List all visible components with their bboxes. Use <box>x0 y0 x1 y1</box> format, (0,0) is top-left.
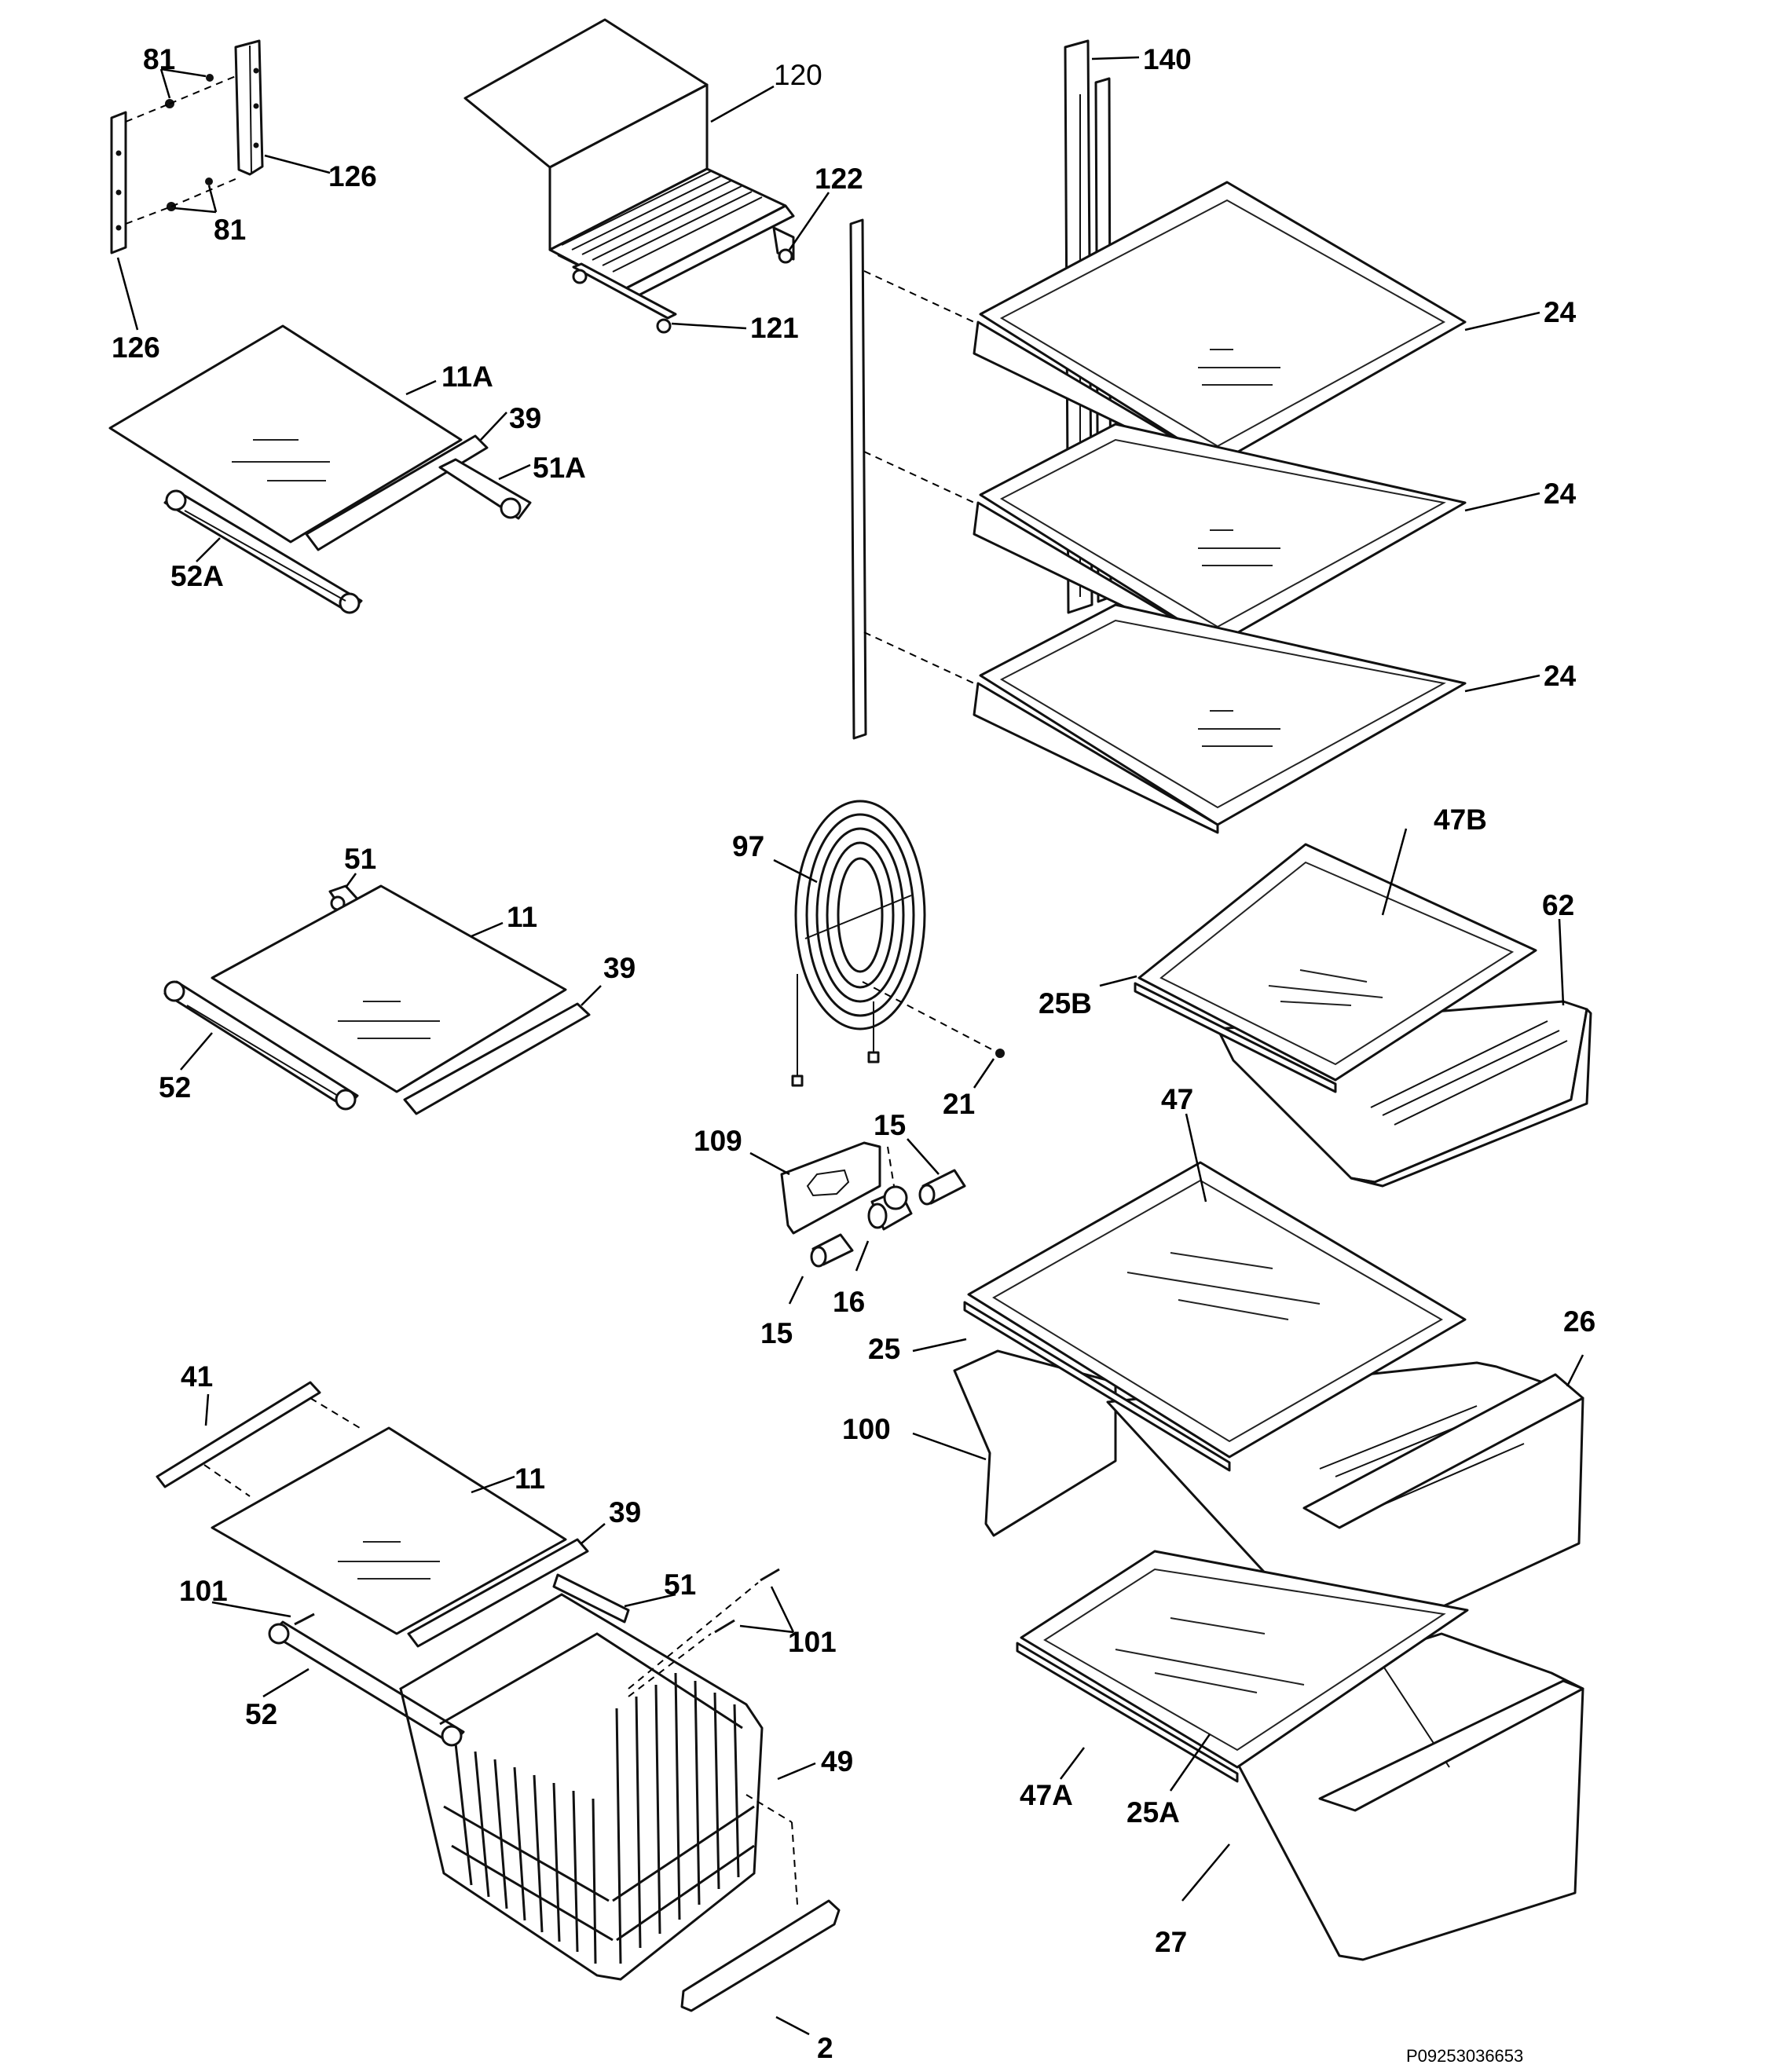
basket-trim-2 <box>680 1899 841 2012</box>
callout-81-top: 81 <box>143 43 175 75</box>
water-valve-housing-109 <box>780 1141 881 1235</box>
shelf-support-bracket-right <box>234 39 264 176</box>
callout-100: 100 <box>842 1413 891 1445</box>
callout-25B: 25B <box>1039 987 1092 1020</box>
callout-122: 122 <box>815 163 863 195</box>
shelf-support-bracket-left <box>110 111 127 254</box>
screw-21 <box>995 1049 1005 1058</box>
callout-51A: 51A <box>533 452 586 484</box>
callout-52-bottom: 52 <box>245 1698 277 1730</box>
shelf-trim-39-middle <box>403 1002 591 1115</box>
glass-shelf-11-bottom <box>211 1426 567 1635</box>
callout-97: 97 <box>732 830 764 862</box>
callout-126-left: 126 <box>112 331 160 364</box>
drawer-cover-25A <box>1016 1550 1469 1783</box>
callout-11A: 11A <box>441 361 493 393</box>
wine-rack-slide-122 <box>772 226 795 264</box>
callout-47B: 47B <box>1434 804 1487 836</box>
glass-shelf-11-middle <box>211 884 567 1093</box>
water-valve-16 <box>867 1185 913 1231</box>
shelf-rail-52-middle <box>163 980 359 1111</box>
shelf-rail-52-bottom <box>268 1620 465 1747</box>
shelf-rail-52A <box>163 489 363 614</box>
callout-52A: 52A <box>170 560 224 592</box>
water-fitting-15-upper <box>918 1169 966 1206</box>
callout-41: 41 <box>181 1360 213 1393</box>
screw-81 <box>125 74 238 225</box>
shelf-trim-39-bottom <box>407 1538 589 1648</box>
wine-rack-120 <box>463 18 795 300</box>
callout-47: 47 <box>1161 1083 1193 1115</box>
callout-11-middle: 11 <box>507 901 537 933</box>
callout-25A: 25A <box>1126 1796 1180 1829</box>
callout-49: 49 <box>821 1745 853 1777</box>
callout-24-bottom: 24 <box>1544 660 1577 692</box>
partition-100 <box>953 1349 1117 1537</box>
callout-47A: 47A <box>1020 1779 1073 1811</box>
callout-101-right: 101 <box>788 1626 837 1658</box>
callout-39-top: 39 <box>509 402 541 434</box>
shelf-rail-51A <box>438 458 532 520</box>
callout-101-left: 101 <box>179 1575 228 1607</box>
callout-126-right: 126 <box>328 160 377 192</box>
water-tank-coil-97 <box>791 800 926 1087</box>
callout-52-middle: 52 <box>159 1071 191 1104</box>
callout-16: 16 <box>833 1286 865 1318</box>
callout-51-middle: 51 <box>344 843 376 875</box>
callout-39-middle: 39 <box>603 952 636 984</box>
callout-109: 109 <box>694 1125 742 1157</box>
callout-24-middle: 24 <box>1544 478 1577 510</box>
wire-basket-49 <box>399 1593 764 1981</box>
callout-labels: 81 81 126 126 120 122 121 140 11A 39 51A… <box>112 43 1595 2064</box>
screw-101 <box>294 1568 780 1634</box>
glass-shelf-24-top <box>973 181 1467 473</box>
shelf-trim-39 <box>305 434 489 551</box>
callout-15-upper: 15 <box>874 1109 906 1141</box>
drawing-code: P09253036653 <box>1406 2046 1523 2066</box>
callout-51-bottom: 51 <box>664 1569 696 1601</box>
callout-25: 25 <box>868 1333 900 1365</box>
wine-rack-slide-121 <box>572 262 677 334</box>
callout-27: 27 <box>1155 1926 1187 1958</box>
callout-121: 121 <box>750 312 799 344</box>
callout-81-bottom: 81 <box>214 214 246 246</box>
callout-15-lower: 15 <box>760 1317 793 1349</box>
callout-2: 2 <box>817 2032 833 2064</box>
callout-21: 21 <box>943 1088 975 1120</box>
drawer-cover-25 <box>963 1161 1467 1472</box>
callout-24-top: 24 <box>1544 296 1577 328</box>
callout-26: 26 <box>1563 1305 1595 1338</box>
callout-62: 62 <box>1542 889 1574 921</box>
callout-39-bottom: 39 <box>609 1496 641 1528</box>
shelf-trim-41 <box>156 1381 321 1488</box>
glass-shelf-24-middle <box>973 423 1467 653</box>
callout-120: 120 <box>774 59 822 91</box>
water-fitting-15-lower <box>810 1233 854 1268</box>
shelf-bracket-51-bottom <box>552 1573 630 1624</box>
callout-11-bottom: 11 <box>515 1462 545 1495</box>
callout-140: 140 <box>1143 43 1192 75</box>
shelf-ladder-left-rail <box>849 218 867 740</box>
glass-shelf-24-bottom <box>973 603 1467 834</box>
glass-shelf-11A <box>108 324 463 544</box>
drawer-cover-25B <box>1134 843 1537 1093</box>
